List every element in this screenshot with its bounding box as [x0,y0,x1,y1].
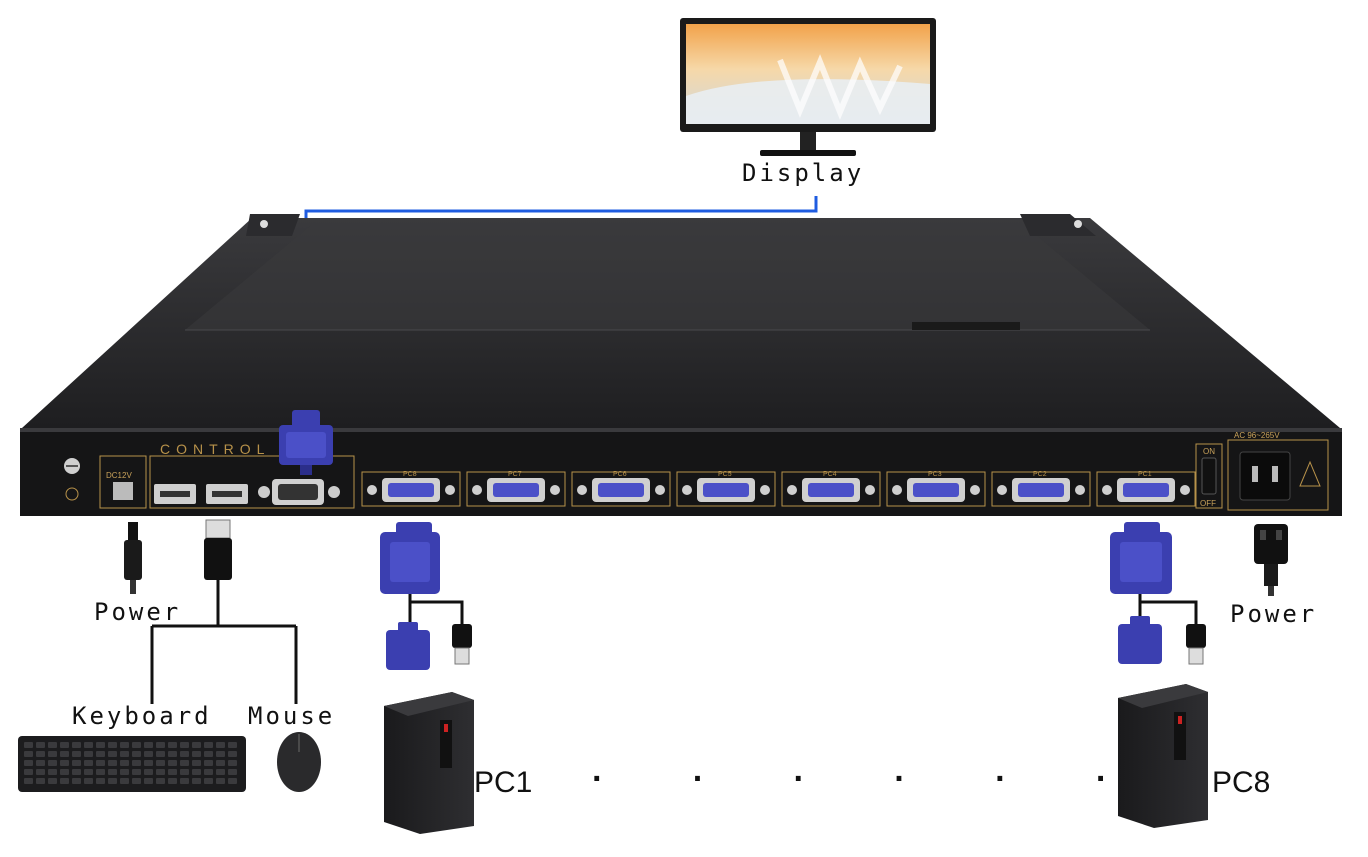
vga-port-pc2: PC2 [991,471,1091,507]
vga-port-label: PC6 [613,471,627,478]
mouse-label: Mouse [248,702,335,730]
pc8-kvm-cable [1110,522,1206,665]
vga-port-pc6: PC6 [571,471,671,507]
pc1-label: PC1 [474,766,532,799]
ac-power-inlet [1227,439,1329,511]
vga-port-label: PC1 [1138,471,1152,478]
usb-port-2 [206,484,248,504]
usb-split-cable [150,580,298,704]
power-label-left: Power [94,598,181,626]
control-group-frame [149,455,355,509]
usb-port-1 [154,484,196,504]
display-monitor [680,18,936,156]
vga-port-pc1: PC1 [1096,471,1196,507]
dc-power-port [99,455,147,509]
vga-port-pc3: PC3 [886,471,986,507]
vga-port-pc8: PC8 [361,471,461,507]
power-label-right: Power [1230,600,1317,628]
vga-port-label: PC8 [403,471,417,478]
pc-port-row: PC8 PC7 PC6 PC5 PC4 PC3 PC2 PC1 [361,471,1196,507]
vga-port-label: PC4 [823,471,837,478]
ac-voltage-label: AC 96~265V [1234,431,1280,440]
vga-port-pc7: PC7 [466,471,566,507]
vga-port-pc4: PC4 [781,471,881,507]
ground-screw-icon [64,458,80,501]
vga-port-label: PC2 [1033,471,1047,478]
pc1-kvm-cable [380,522,472,670]
ac-power-plug-icon [1254,524,1288,596]
pc8-tower-icon [1118,684,1208,828]
pc1-tower-icon [384,692,474,834]
pc8-label: PC8 [1212,766,1270,799]
dc-power-plug-icon [124,522,142,594]
usb-plug-icon [204,519,232,580]
power-switch [1195,443,1223,509]
vga-port-label: PC3 [928,471,942,478]
vga-port-pc5: PC5 [676,471,776,507]
switch-on-label: ON [1203,447,1215,456]
keyboard-label: Keyboard [72,702,212,730]
control-vga-port [258,479,340,505]
vga-port-label: PC7 [508,471,522,478]
display-label: Display [742,159,864,187]
mouse-icon [277,732,321,792]
vga-port-label: PC5 [718,471,732,478]
control-label: CONTROL [160,441,270,457]
display-vga-plug [279,410,333,475]
pc-ellipsis: · · · · · · [592,760,1147,798]
dc-port-label: DC12V [106,471,132,480]
keyboard-icon [18,736,246,792]
switch-off-label: OFF [1200,499,1216,508]
